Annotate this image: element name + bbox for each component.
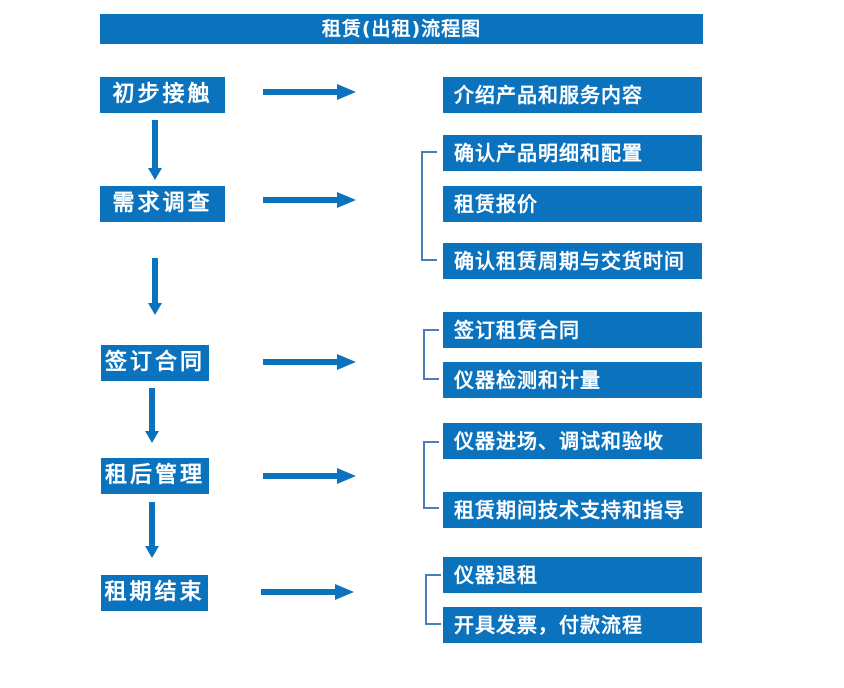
down-arrow-icon	[148, 120, 162, 180]
step-box-sign-contract: 签订合同	[101, 345, 209, 381]
down-arrow-icon	[148, 258, 162, 315]
page-title: 租赁(出租)流程图	[100, 14, 703, 44]
down-arrow-icon	[145, 388, 159, 443]
step-box-initial-contact: 初步接触	[100, 77, 225, 113]
detail-box-tech-support: 租赁期间技术支持和指导	[443, 492, 702, 528]
right-arrow-icon	[263, 468, 356, 484]
step-box-post-rental-management: 租后管理	[101, 458, 209, 494]
detail-box-invoice-payment: 开具发票，付款流程	[443, 607, 702, 643]
group-bracket	[423, 329, 439, 380]
down-arrow-icon	[145, 502, 159, 558]
detail-box-introduce-products: 介绍产品和服务内容	[443, 77, 702, 113]
right-arrow-icon	[261, 584, 354, 600]
right-arrow-icon	[263, 354, 356, 370]
detail-box-rental-quote: 租赁报价	[443, 186, 702, 222]
detail-box-instrument-testing: 仪器检测和计量	[443, 362, 702, 398]
detail-box-equipment-return: 仪器退租	[443, 557, 702, 593]
step-box-demand-survey: 需求调查	[100, 186, 225, 222]
detail-box-equipment-setup-acceptance: 仪器进场、调试和验收	[443, 423, 702, 459]
group-bracket	[421, 151, 437, 261]
right-arrow-icon	[263, 192, 356, 208]
group-bracket	[423, 441, 439, 509]
detail-box-confirm-period-delivery: 确认租赁周期与交货时间	[443, 243, 702, 279]
detail-box-sign-rental-contract: 签订租赁合同	[443, 312, 702, 348]
right-arrow-icon	[263, 84, 356, 100]
group-bracket	[425, 574, 441, 625]
step-box-rental-end: 租期结束	[101, 575, 208, 611]
detail-box-confirm-product-config: 确认产品明细和配置	[443, 135, 702, 171]
